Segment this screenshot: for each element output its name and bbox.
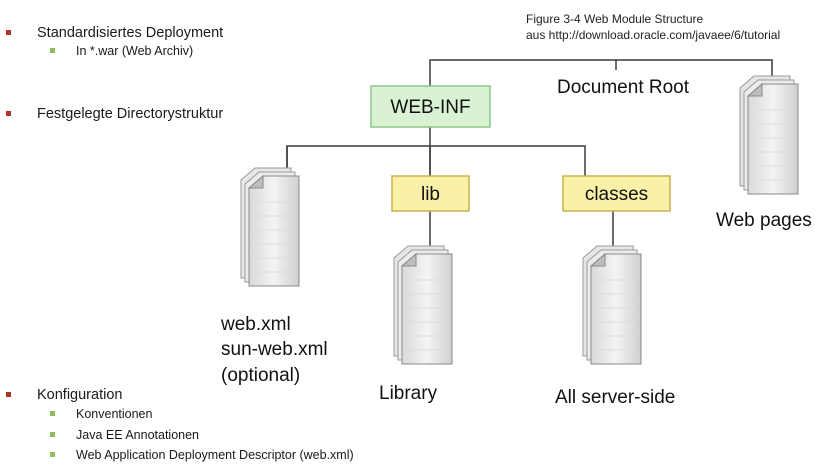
figure-caption: Figure 3-4 Web Module Structure aus http… bbox=[526, 11, 780, 43]
caption-title: Figure 3-4 Web Module Structure bbox=[526, 12, 704, 26]
bullet-war-archive: In *.war (Web Archiv) bbox=[49, 44, 194, 58]
library-document-icon bbox=[393, 245, 453, 365]
bullet-configuration: Konfiguration bbox=[5, 387, 123, 403]
lib-label: lib bbox=[421, 184, 440, 205]
lib-node: lib bbox=[391, 175, 470, 212]
caption-source: aus http://download.oracle.com/javaee/6/… bbox=[526, 28, 781, 42]
web-pages-document-icon bbox=[739, 75, 799, 195]
bullet-annotations: Java EE Annotationen bbox=[49, 428, 200, 442]
lib-box bbox=[391, 175, 470, 212]
bullet-conventions: Konventionen bbox=[49, 407, 153, 421]
connector-lines bbox=[286, 59, 773, 256]
sunwebxml-label: sun-web.xml bbox=[221, 339, 328, 360]
bullet-standardized-deployment: Standardisiertes Deployment bbox=[5, 25, 224, 41]
classes-label: classes bbox=[585, 184, 648, 205]
serverside-document-icon bbox=[582, 245, 642, 365]
bullet-deployment-descriptor: Web Application Deployment Descriptor (w… bbox=[50, 448, 354, 462]
classes-node: classes bbox=[562, 175, 671, 212]
library-label: Library bbox=[379, 383, 438, 404]
webinf-box bbox=[370, 85, 491, 128]
bullet-list: Standardisiertes Deployment In *.war (We… bbox=[0, 0, 360, 469]
webxml-document-icon bbox=[240, 167, 300, 287]
webinf-node: WEB-INF bbox=[370, 85, 491, 128]
webxml-label: web.xml bbox=[220, 314, 291, 335]
document-root-label: Document Root bbox=[557, 77, 690, 98]
webinf-label: WEB-INF bbox=[390, 97, 470, 118]
optional-label: (optional) bbox=[221, 365, 300, 386]
web-pages-label: Web pages bbox=[716, 210, 812, 231]
classes-box bbox=[562, 175, 671, 212]
serverside-label: All server-side bbox=[555, 387, 675, 408]
bullet-directory-structure: Festgelegte Directorystruktur bbox=[5, 106, 224, 122]
